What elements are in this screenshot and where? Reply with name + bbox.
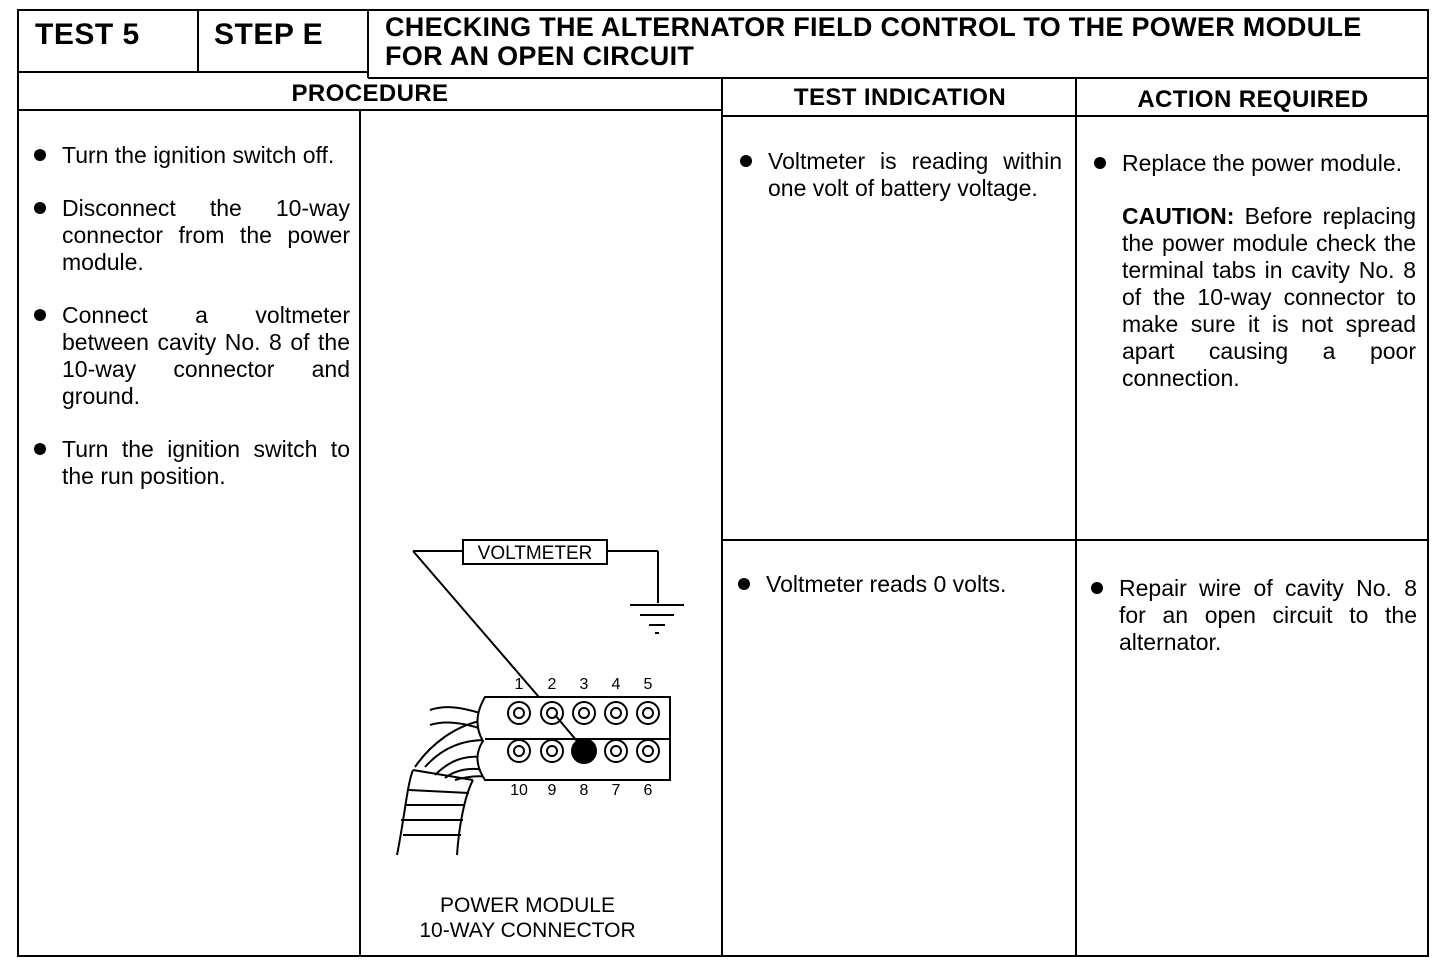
procedure-step: Disconnect the 10-way connector from the…	[30, 195, 350, 276]
wire-harness	[396, 706, 490, 856]
procedure-step-text: Turn the ignition switch to the run posi…	[62, 436, 350, 489]
test-indication-row-2: Voltmeter reads 0 volts.	[734, 571, 1064, 598]
diagram-caption-line: POWER MODULE	[439, 894, 615, 917]
diagram-caption-line: 10-WAY CONNECTOR	[419, 919, 636, 942]
pin-label: 5	[644, 676, 653, 693]
caution-text: Before replacing the power module check …	[1122, 203, 1416, 391]
action-required-column-header: ACTION REQUIRED	[1137, 86, 1369, 113]
action-required-row-1: Replace the power module. CAUTION: Befor…	[1090, 150, 1416, 392]
list-item: Voltmeter reads 0 volts.	[734, 571, 1064, 598]
bullet-icon	[1094, 157, 1106, 169]
action-required-row-2: Repair wire of cavity No. 8 for an open …	[1087, 575, 1417, 656]
indication-text: Voltmeter is reading within one volt of …	[768, 148, 1062, 201]
connector-diagram: VOLTMETER	[396, 539, 684, 856]
pin-label: 10	[510, 782, 528, 799]
test-indication-column-header: TEST INDICATION	[793, 84, 1007, 111]
bullet-icon	[34, 443, 46, 455]
list-item: Voltmeter is reading within one volt of …	[736, 148, 1062, 202]
action-text: Repair wire of cavity No. 8 for an open …	[1119, 575, 1417, 655]
voltmeter-box	[462, 539, 608, 565]
list-item: Replace the power module.	[1090, 150, 1416, 177]
procedure-column-header: PROCEDURE	[291, 80, 449, 107]
procedure-step-text: Disconnect the 10-way connector from the…	[62, 195, 350, 275]
pin-label: 6	[644, 782, 653, 799]
ground-symbol-icon	[630, 604, 684, 634]
step-label: STEP E	[214, 18, 324, 51]
procedure-list: Turn the ignition switch off. Disconnect…	[30, 142, 350, 516]
bullet-icon	[34, 149, 46, 161]
page-title: CHECKING THE ALTERNATOR FIELD CONTROL TO…	[385, 12, 1362, 71]
procedure-step: Turn the ignition switch to the run posi…	[30, 436, 350, 490]
procedure-step-text: Connect a voltmeter between cavity No. 8…	[62, 302, 350, 409]
procedure-step-text: Turn the ignition switch off.	[62, 142, 335, 168]
bullet-icon	[1091, 582, 1103, 594]
pin-label: 1	[515, 676, 524, 693]
bullet-icon	[738, 578, 750, 590]
procedure-step: Connect a voltmeter between cavity No. 8…	[30, 302, 350, 410]
bullet-icon	[34, 309, 46, 321]
pin-label: 4	[612, 676, 621, 693]
pin-label: 7	[612, 782, 621, 799]
bullet-icon	[740, 155, 752, 167]
diagram-caption: POWER MODULE 10-WAY CONNECTOR	[385, 893, 670, 943]
action-text: Replace the power module.	[1122, 150, 1402, 176]
pin-label: 8	[580, 782, 589, 799]
pin-label: 9	[548, 782, 557, 799]
list-item: Repair wire of cavity No. 8 for an open …	[1087, 575, 1417, 656]
test-indication-row-1: Voltmeter is reading within one volt of …	[736, 148, 1062, 202]
test-number: TEST 5	[35, 18, 140, 51]
bullet-icon	[34, 202, 46, 214]
caution-note: CAUTION: Before replacing the power modu…	[1122, 203, 1416, 392]
indication-text: Voltmeter reads 0 volts.	[766, 571, 1007, 597]
pin-label: 3	[580, 676, 589, 693]
procedure-step: Turn the ignition switch off.	[30, 142, 350, 169]
voltmeter-label: VOLTMETER	[478, 543, 593, 564]
pin-label: 2	[548, 676, 557, 693]
caution-label: CAUTION:	[1122, 203, 1235, 229]
